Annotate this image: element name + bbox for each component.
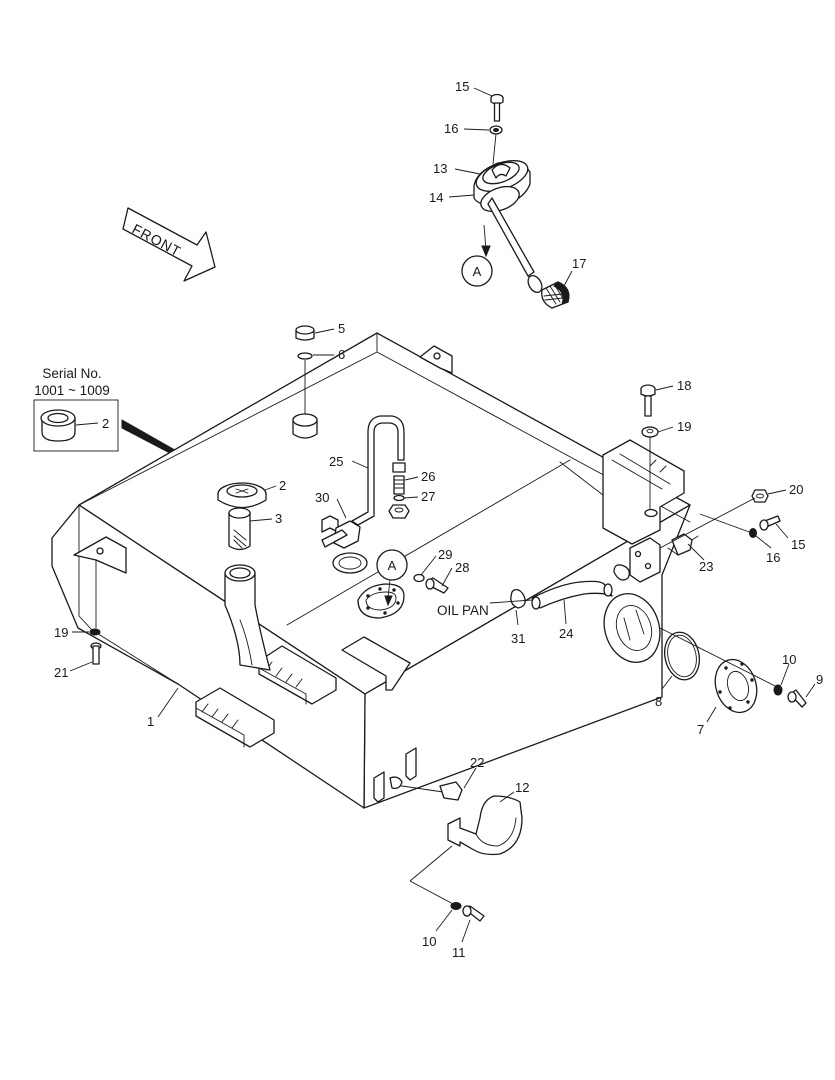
callout-17: 17 xyxy=(572,256,586,271)
callout-20: 20 xyxy=(789,482,803,497)
clamp-icon xyxy=(510,588,526,609)
clamp-icon xyxy=(613,564,630,581)
filter-icon xyxy=(228,507,251,551)
callout-25: 25 xyxy=(329,454,343,469)
callout-5: 5 xyxy=(338,321,345,336)
callout-8: 8 xyxy=(655,694,662,709)
cover-plate-icon xyxy=(714,658,758,714)
callout-9: 9 xyxy=(816,672,823,687)
access-port xyxy=(603,593,661,663)
bolt-icon xyxy=(425,577,449,594)
washer-icon xyxy=(413,573,425,583)
view-marker-a-top-label: A xyxy=(473,264,482,279)
cap-icon xyxy=(295,325,315,341)
callout-21: 21 xyxy=(54,665,68,680)
washer-icon xyxy=(749,528,757,538)
washer-icon xyxy=(489,125,503,135)
washer-icon xyxy=(89,628,101,636)
bolt-icon xyxy=(640,384,656,417)
callout-24: 24 xyxy=(559,626,573,641)
fuel-tank-body xyxy=(51,332,691,809)
bolt-icon xyxy=(90,642,102,665)
hose-strap-bracket xyxy=(447,795,523,856)
rear-step-bracket xyxy=(602,439,685,545)
view-marker-a-tank xyxy=(376,549,408,581)
nut-icon xyxy=(751,489,769,503)
gasket-icon xyxy=(332,552,368,574)
callout-3: 3 xyxy=(275,511,282,526)
bolt-icon xyxy=(462,905,485,922)
filler-neck xyxy=(224,564,271,671)
serial-range: 1001 ~ 1009 xyxy=(34,383,109,398)
sender-mount-plate xyxy=(357,583,405,619)
callout-6: 6 xyxy=(338,347,345,362)
oil-pan-label: OIL PAN xyxy=(437,603,489,618)
o-ring-icon xyxy=(297,352,313,360)
view-marker-a-tank-label: A xyxy=(388,558,397,573)
callout-16-right: 16 xyxy=(766,550,780,565)
callout-16-top: 16 xyxy=(444,121,458,136)
callout-30: 30 xyxy=(315,490,329,505)
callout-27: 27 xyxy=(421,489,435,504)
fuel-cap-icon xyxy=(217,482,267,509)
callout-12: 12 xyxy=(515,780,529,795)
callout-7: 7 xyxy=(697,722,704,737)
callout-1: 1 xyxy=(147,714,154,729)
left-step-bracket xyxy=(195,687,275,748)
nut-icon xyxy=(388,504,410,519)
fuel-sender-icon xyxy=(473,160,537,283)
callout-11: 11 xyxy=(452,945,466,960)
callout-2-serial: 2 xyxy=(102,416,109,431)
clamp-icon xyxy=(321,515,361,549)
callout-23: 23 xyxy=(699,559,713,574)
washer-icon xyxy=(450,902,462,910)
bolt-icon xyxy=(490,93,504,122)
callout-31: 31 xyxy=(511,631,525,646)
view-marker-a-top xyxy=(461,255,493,287)
callout-18: 18 xyxy=(677,378,691,393)
callout-10-bottom: 10 xyxy=(422,934,436,949)
hose-icon xyxy=(531,580,613,610)
callout-22: 22 xyxy=(470,755,484,770)
drain-valve-icon xyxy=(389,776,463,801)
callout-26: 26 xyxy=(421,469,435,484)
serial-label: Serial No. xyxy=(42,366,101,381)
callout-19-right: 19 xyxy=(677,419,691,434)
callout-19-left: 19 xyxy=(54,625,68,640)
bolt-icon xyxy=(787,689,807,708)
callout-2: 2 xyxy=(279,478,286,493)
sensor-bracket xyxy=(629,537,661,583)
fitting-icon xyxy=(392,462,406,495)
cap-icon xyxy=(40,409,76,442)
leader-lines xyxy=(69,87,816,943)
callout-14: 14 xyxy=(429,190,443,205)
callout-15-right: 15 xyxy=(791,537,805,552)
callout-29: 29 xyxy=(438,547,452,562)
strainer-icon xyxy=(527,274,570,309)
callout-13: 13 xyxy=(433,161,447,176)
callout-10-right: 10 xyxy=(782,652,796,667)
o-ring-icon xyxy=(393,494,405,502)
front-arrow-icon: FRONT xyxy=(122,207,216,282)
bolt-icon xyxy=(759,515,781,531)
washer-icon xyxy=(773,684,783,696)
washer-icon xyxy=(641,426,659,438)
gauge-port xyxy=(292,413,318,439)
callout-labels: 15 16 13 14 17 5 6 18 19 20 16 15 25 26 … xyxy=(54,79,823,960)
front-mount-bracket xyxy=(341,636,411,691)
callout-15-top: 15 xyxy=(455,79,469,94)
breather-pipe xyxy=(351,415,405,526)
o-ring-icon xyxy=(663,631,701,681)
callout-28: 28 xyxy=(455,560,469,575)
